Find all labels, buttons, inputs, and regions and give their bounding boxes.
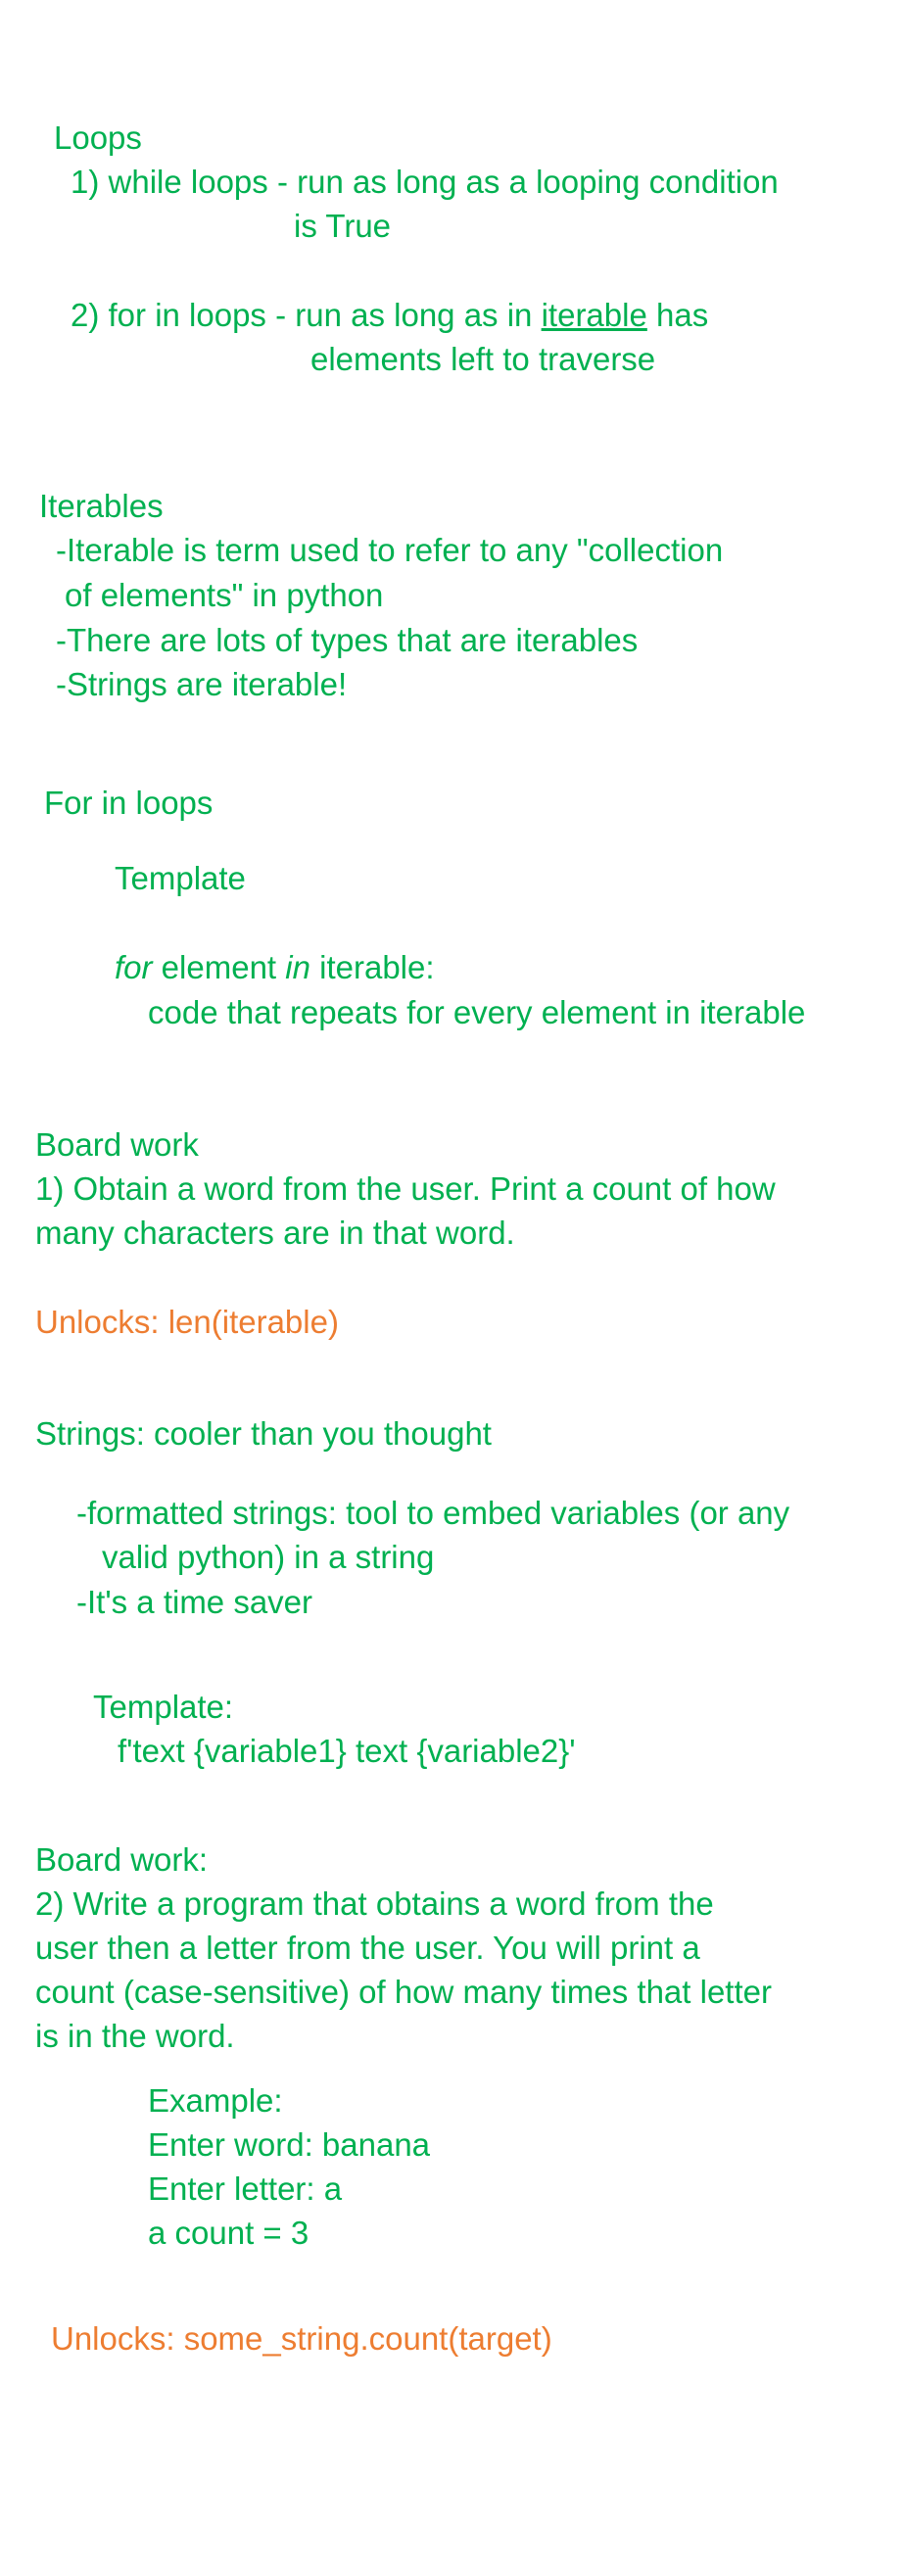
iterables-line-1: -Iterable is term used to refer to any "… xyxy=(56,532,724,568)
strings-line-1: -formatted strings: tool to embed variab… xyxy=(76,1495,790,1531)
example-line-2: Enter letter: a xyxy=(148,2171,343,2207)
for-loops-line-1-prefix: 2) for in loops - run as long as in xyxy=(71,297,542,333)
for-loops-line-2: elements left to traverse xyxy=(310,341,656,377)
unlocks-count: Unlocks: some_string.count(target) xyxy=(51,2320,552,2357)
board-work-2-line-2: user then a letter from the user. You wi… xyxy=(35,1930,700,1966)
iterables-heading: Iterables xyxy=(39,488,164,524)
iterables-line-3: -There are lots of types that are iterab… xyxy=(56,622,639,658)
example-line-3: a count = 3 xyxy=(148,2215,309,2251)
board-work-2-line-4: is in the word. xyxy=(35,2018,235,2054)
for-loops-line-1-suffix: has xyxy=(646,297,709,333)
iterables-line-2: of elements" in python xyxy=(65,577,384,613)
for-template-label: Template xyxy=(115,860,246,896)
in-keyword: in xyxy=(285,949,310,985)
while-loops-line-2: is True xyxy=(294,208,392,244)
for-keyword: for xyxy=(115,949,153,985)
strings-heading: Strings: cooler than you thought xyxy=(35,1415,492,1452)
iterables-line-4: -Strings are iterable! xyxy=(56,666,348,702)
example-label: Example: xyxy=(148,2082,283,2119)
board-work-2-line-3: count (case-sensitive) of how many times… xyxy=(35,1974,772,2010)
iterable-word: iterable: xyxy=(309,949,435,985)
unlocks-len: Unlocks: len(iterable) xyxy=(35,1304,339,1340)
fstring-template-code: f'text {variable1} text {variable2}' xyxy=(118,1733,576,1769)
board-work-1-heading: Board work xyxy=(35,1126,199,1163)
board-work-1-line-1: 1) Obtain a word from the user. Print a … xyxy=(35,1170,776,1207)
board-work-1-line-2: many characters are in that word. xyxy=(35,1215,515,1251)
board-work-2-heading: Board work: xyxy=(35,1841,209,1878)
element-word: element xyxy=(152,949,286,985)
strings-line-2: valid python) in a string xyxy=(102,1539,435,1575)
strings-line-3: -It's a time saver xyxy=(76,1584,313,1620)
board-work-2-line-1: 2) Write a program that obtains a word f… xyxy=(35,1885,714,1922)
example-line-1: Enter word: banana xyxy=(148,2126,431,2163)
while-loops-line-1: 1) while loops - run as long as a loopin… xyxy=(71,164,779,200)
fstring-template-label: Template: xyxy=(93,1689,234,1725)
for-loops-line-1: 2) for in loops - run as long as in iter… xyxy=(71,293,708,338)
for-in-loops-heading: For in loops xyxy=(44,785,214,821)
for-syntax-line: for element in iterable: xyxy=(115,945,435,990)
iterable-underlined-word: iterable xyxy=(541,297,647,333)
for-body-line: code that repeats for every element in i… xyxy=(148,994,806,1030)
loops-heading: Loops xyxy=(54,119,142,156)
